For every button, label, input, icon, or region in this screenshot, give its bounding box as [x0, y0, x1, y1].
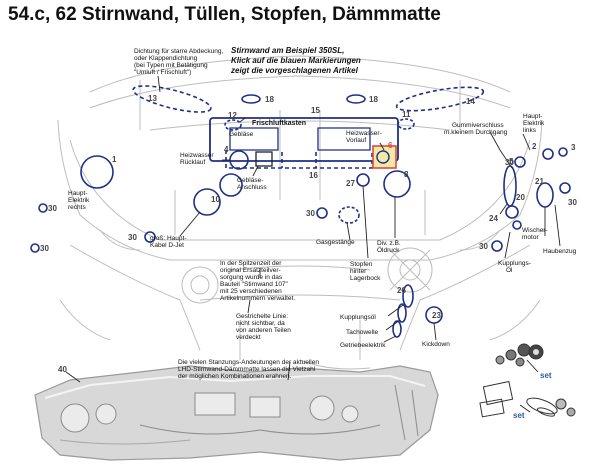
part-number-11[interactable]: 11 [402, 110, 411, 119]
label-div-2: Öldruck [377, 246, 400, 254]
part-number-26[interactable]: 26 [397, 286, 406, 295]
note-spitze-1: In der Spitzenzeit der [220, 260, 282, 267]
set-labels: set set [513, 371, 552, 420]
note-gestrichelt-4: verdeckt [236, 334, 261, 341]
note-dichtung-1: Dichtung für starre Abdeckung, [134, 48, 223, 55]
label-hauptelektrik-rechts-1: Haupt- [68, 190, 88, 197]
part-number-30-c[interactable]: 30 [128, 233, 137, 242]
label-kupplungsoel: Kupplungsöl [340, 314, 376, 321]
label-gross-haupt-2: Kabel D-Jet [150, 242, 184, 249]
label-heizwasser-vorlauf-2: Vorlauf [346, 137, 366, 144]
part-number-30-f[interactable]: 30 [505, 158, 514, 167]
note-spitze-3: sorgung wurde in das [220, 274, 283, 281]
label-heizwasser-ruecklauf-2: Rücklauf [180, 159, 205, 166]
part-number-13[interactable]: 13 [148, 94, 157, 103]
label-hauptelektrik-links-3: links [523, 127, 537, 134]
label-hauptelektrik-links-1: Haupt- [523, 113, 543, 120]
part-number-21[interactable]: 21 [535, 177, 544, 186]
part-number-30-a[interactable]: 30 [48, 204, 57, 213]
note-spitze-5: mit 25 verschiedenen [220, 288, 282, 295]
markers [30, 85, 571, 338]
note-dichtung-3: (bei Typen mit Betätigung [134, 62, 208, 69]
part-number-30-g[interactable]: 30 [568, 198, 577, 207]
part-number-15[interactable]: 15 [311, 106, 320, 115]
label-gross-haupt-1: groß: Haupt- [150, 235, 187, 242]
part-number-40[interactable]: 40 [58, 365, 67, 374]
header-note-line-2: Klick auf die blauen Markierungen [231, 56, 361, 65]
part-number-18-left[interactable]: 18 [265, 95, 274, 104]
part-numbers: 13 14 18 18 15 16 12 11 4 6 1 10 8 27 2 … [40, 94, 577, 374]
label-geblaese-anschluss-1: Gebläse- [237, 177, 263, 184]
note-dichtung-4: "Umluft / Frischluft") [134, 69, 191, 76]
part-number-2[interactable]: 2 [532, 142, 537, 151]
set-label-1[interactable]: set [540, 371, 552, 380]
part-number-1[interactable]: 1 [112, 155, 117, 164]
label-geblaese: Gebläse [229, 131, 254, 138]
insulation-mat [34, 365, 439, 461]
note-gestrichelt-2: nicht sichtbar, da [236, 320, 285, 327]
label-gummiverschluss-2: m.kleinem Durchgang [444, 129, 508, 136]
note-stanzung-3: der möglichen Kombinationen erahnen. [178, 373, 292, 380]
part-number-16[interactable]: 16 [309, 171, 318, 180]
label-wischermotor-1: Wischer- [522, 227, 548, 234]
part-number-18-right[interactable]: 18 [369, 95, 378, 104]
note-gestrichelt-1: Gestrichelte Linie: [236, 313, 288, 320]
label-gummiverschluss-1: Gummiverschluss [452, 122, 504, 129]
background-drawing [57, 55, 543, 370]
label-hauptelektrik-rechts-2: Elektrik [68, 197, 90, 204]
part-number-30-b[interactable]: 30 [40, 244, 49, 253]
header-note-line-1: Stirnwand am Beispiel 350SL, [231, 46, 344, 55]
part-number-24[interactable]: 24 [489, 214, 498, 223]
note-spitze-6: Artikelnummern verwaltet. [220, 295, 295, 302]
part-number-20[interactable]: 20 [516, 193, 525, 202]
page-title: 54.c, 62 Stirnwand, Tüllen, Stopfen, Däm… [8, 4, 441, 25]
note-stanzung-1: Die vielen Stanzungs-Andeutungen der akt… [178, 359, 319, 366]
labels: Stirnwand am Beispiel 350SL, Klick auf d… [68, 46, 577, 380]
label-heizwasser-vorlauf-1: Heizwasser- [346, 130, 382, 137]
label-haubenzug: Haubenzug [543, 248, 577, 255]
part-number-5[interactable]: 5 [509, 157, 514, 166]
set-parts [479, 343, 576, 418]
part-number-12[interactable]: 12 [228, 111, 237, 120]
part-number-6[interactable]: 6 [388, 141, 393, 150]
note-spitze-4: Bauteil "Stirnwand 107" [220, 281, 289, 288]
label-hauptelektrik-links-2: Elektrik [523, 120, 545, 127]
part-number-3[interactable]: 3 [571, 143, 576, 152]
leader-lines [65, 75, 561, 413]
part-number-23[interactable]: 23 [432, 311, 441, 320]
highlighted-marker-6[interactable] [372, 145, 397, 169]
label-gasgestaenge: Gasgestänge [316, 239, 355, 246]
part-number-4[interactable]: 4 [224, 145, 229, 154]
label-stopfen-2: hinter [350, 268, 367, 275]
part-number-14[interactable]: 14 [466, 97, 475, 106]
header-note-line-3: zeigt die vorgeschlagenen Artikel [230, 66, 359, 75]
label-kupplungsoel-r-1: Kupplungs- [498, 260, 531, 267]
note-stanzung-2: LHD-Stirnwand-Dämmmatte lassen die Vielz… [178, 366, 316, 373]
label-hauptelektrik-rechts-3: rechts [68, 204, 86, 211]
part-number-10[interactable]: 10 [211, 195, 220, 204]
label-kickdown: Kickdown [422, 341, 450, 348]
label-div-1: Div. z.B. [377, 240, 401, 247]
note-dichtung-2: oder Klappendichtung [134, 55, 198, 62]
label-stopfen-1: Stopfen [350, 261, 373, 268]
label-wischermotor-2: motor [522, 234, 539, 241]
note-spitze-2: original Ersatzteilver- [220, 267, 281, 274]
label-heizwasser-ruecklauf-1: Heizwasser [180, 152, 214, 159]
part-number-27[interactable]: 27 [346, 179, 355, 188]
label-stopfen-3: Lagerbock [350, 275, 381, 282]
label-kupplungsoel-r-2: Öl [506, 266, 513, 274]
label-getriebeelektrik: Getriebeelektrik [340, 342, 386, 349]
set-label-2[interactable]: set [513, 411, 525, 420]
part-number-30-d[interactable]: 30 [306, 209, 315, 218]
note-gestrichelt-3: von anderen Teilen [236, 327, 291, 334]
label-frischluftkasten: Frischluftkasten [252, 120, 306, 127]
label-tachowelle: Tachowelle [346, 329, 379, 336]
part-number-8[interactable]: 8 [404, 170, 409, 179]
part-number-30-e[interactable]: 30 [479, 242, 488, 251]
label-geblaese-anschluss-2: Anschluss [237, 184, 267, 191]
